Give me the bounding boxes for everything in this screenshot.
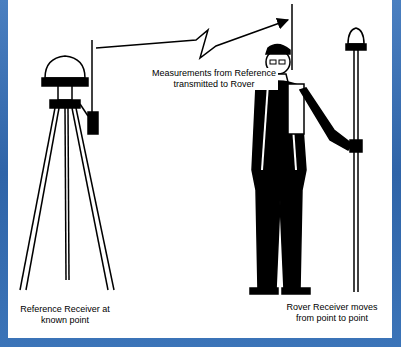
caption-label: Measurements from Reference transmitted … xyxy=(150,68,278,90)
reference-tripod xyxy=(20,40,114,290)
caption-label: Rover Receiver moves from point to point xyxy=(281,302,383,324)
rover-person xyxy=(250,4,352,294)
radio-link-arrow xyxy=(96,20,288,58)
caption-label: Reference Receiver at known point xyxy=(18,304,112,326)
rover-pole xyxy=(346,28,366,292)
